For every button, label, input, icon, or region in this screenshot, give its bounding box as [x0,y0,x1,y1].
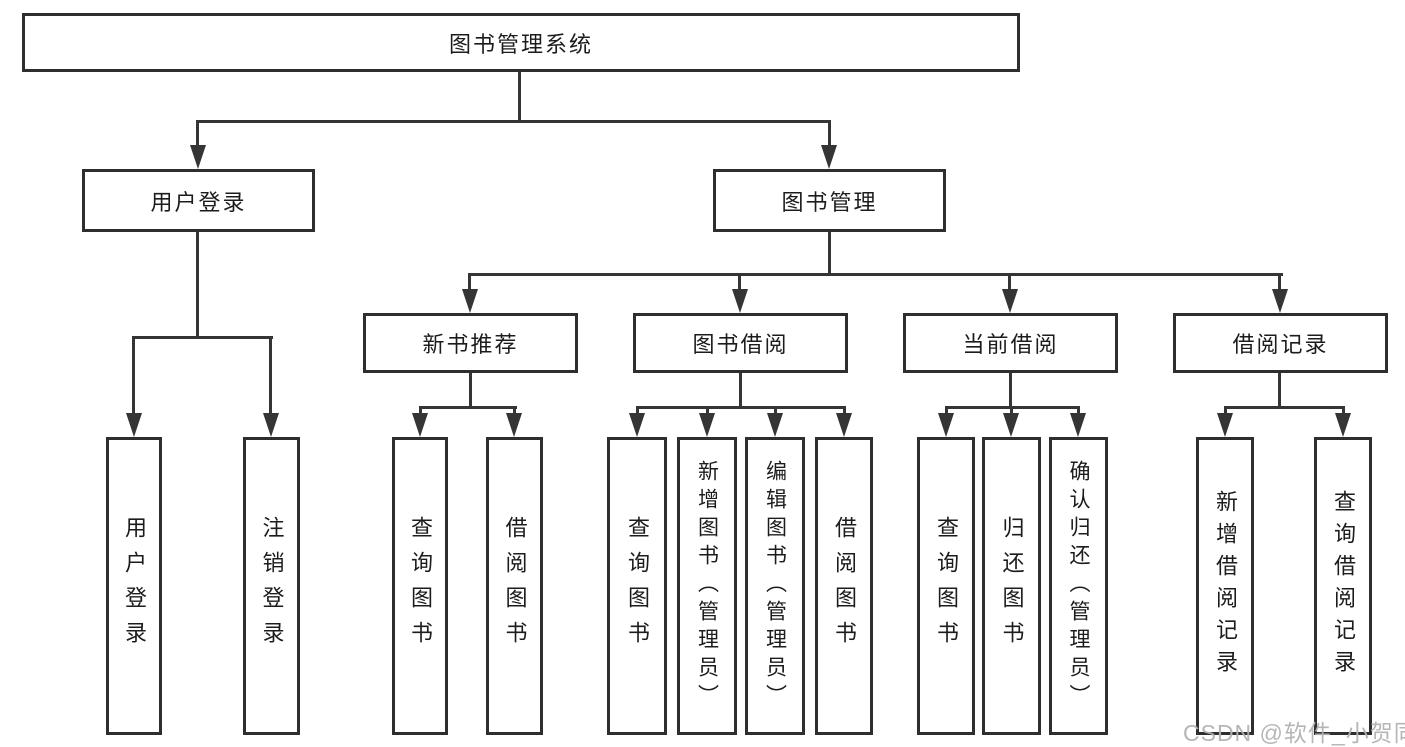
arrow-down-icon [462,289,478,313]
connector-mgmt-stem-3 [1008,273,1011,295]
arrow-down-icon [1335,413,1351,437]
arrow-down-icon [629,413,645,437]
connector-borrow-stem-4 [843,406,846,418]
arrow-down-icon [1070,413,1086,437]
node-leaf-query-books-borrow: 查询图书 [607,437,667,735]
node-leaf-add-borrow-record: 新增借阅记录 [1196,437,1254,735]
node-leaf-borrow-books: 借阅图书 [815,437,873,735]
arrow-down-icon [938,413,954,437]
node-leaf-query-borrow-record: 查询借阅记录 [1314,437,1372,735]
connector-newbook-branch-line [419,406,517,409]
node-label: 查询图书 [934,516,959,656]
connector-root-right-stem [828,120,831,150]
node-label: 注销登录 [259,516,285,656]
node-label: 查询借阅记录 [1331,490,1356,682]
node-label: 用户登录 [122,516,147,656]
connector-login-stem-line [196,232,199,339]
connector-records-branch-line [1224,406,1345,409]
node-label: 借阅图书 [832,516,857,656]
node-leaf-query-books-current: 查询图书 [917,437,975,735]
node-label: 编辑图书（管理员） [763,460,787,712]
node-leaf-query-books-recommend: 查询图书 [392,437,448,735]
node-label: 新增借阅记录 [1213,490,1238,682]
connector-mgmt-stem-2 [738,273,741,295]
csdn-watermark: CSDN @软件_小贺同学 [1183,720,1405,746]
node-leaf-borrow-books-recommend: 借阅图书 [486,437,543,735]
connector-records-stem-1 [1224,406,1227,418]
arrow-down-icon [263,413,279,437]
arrow-down-icon [821,145,837,169]
connector-current-stem-line [1009,373,1012,409]
node-current-borrow: 当前借阅 [903,313,1118,373]
arrow-down-icon [767,413,783,437]
connector-root-branch-line [197,120,831,123]
connector-records-stem-2 [1342,406,1345,418]
connector-login-branch-line [133,336,273,339]
node-root: 图书管理系统 [22,13,1020,72]
node-borrow-records: 借阅记录 [1173,313,1388,373]
connector-login-left-stem [132,336,135,416]
connector-newbook-stem-line [469,373,472,409]
arrow-down-icon [1217,413,1233,437]
arrow-down-icon [126,413,142,437]
node-label: 新增图书（管理员） [695,460,719,712]
connector-login-right-stem [269,336,272,416]
connector-borrow-stem-1 [636,406,639,418]
connector-newbook-stem-1 [419,406,422,418]
arrow-down-icon [412,413,428,437]
node-new-book-recommend: 新书推荐 [363,313,578,373]
connector-borrow-stem-line [739,373,742,409]
connector-current-stem-2 [1010,406,1013,418]
connector-current-stem-1 [945,406,948,418]
node-label: 归还图书 [999,516,1025,656]
node-label: 用户登录 [150,189,247,215]
connector-mgmt-branch-line [468,273,1283,276]
node-label: 借阅记录 [1232,332,1329,357]
arrow-down-icon [732,289,748,313]
connector-root-left-stem [196,120,199,150]
node-root-label: 图书管理系统 [448,31,593,57]
node-label: 查询图书 [625,516,650,656]
node-user-login-group: 用户登录 [82,169,315,232]
connector-borrow-stem-2 [706,406,709,418]
arrow-down-icon [506,413,522,437]
connector-mgmt-stem-1 [468,273,471,295]
node-book-management: 图书管理 [713,169,946,232]
node-leaf-add-books-admin: 新增图书（管理员） [677,437,737,735]
arrow-down-icon [1002,289,1018,313]
node-book-borrow: 图书借阅 [633,313,848,373]
connector-root-stem-line [518,72,521,121]
connector-current-stem-3 [1077,406,1080,418]
node-leaf-logout: 注销登录 [243,437,300,735]
arrow-down-icon [190,145,206,169]
connector-records-stem-line [1278,373,1281,409]
node-label: 借阅图书 [502,516,528,656]
node-leaf-confirm-return-admin: 确认归还（管理员） [1049,437,1108,735]
node-label: 图书管理 [781,189,878,215]
node-label: 当前借阅 [962,332,1059,357]
connector-borrow-stem-3 [774,406,777,418]
arrow-down-icon [699,413,715,437]
node-label: 新书推荐 [422,332,519,357]
node-leaf-user-login: 用户登录 [106,437,162,735]
node-leaf-edit-books-admin: 编辑图书（管理员） [745,437,805,735]
connector-borrow-branch-line [636,406,846,409]
node-label: 确认归还（管理员） [1067,460,1090,712]
connector-mgmt-stem-line [828,232,831,276]
connector-mgmt-stem-4 [1278,273,1281,295]
connector-newbook-stem-2 [513,406,516,418]
arrow-down-icon [1003,413,1019,437]
arrow-down-icon [1272,289,1288,313]
node-leaf-return-books: 归还图书 [982,437,1041,735]
node-label: 查询图书 [408,516,433,656]
node-label: 图书借阅 [692,332,789,357]
arrow-down-icon [836,413,852,437]
